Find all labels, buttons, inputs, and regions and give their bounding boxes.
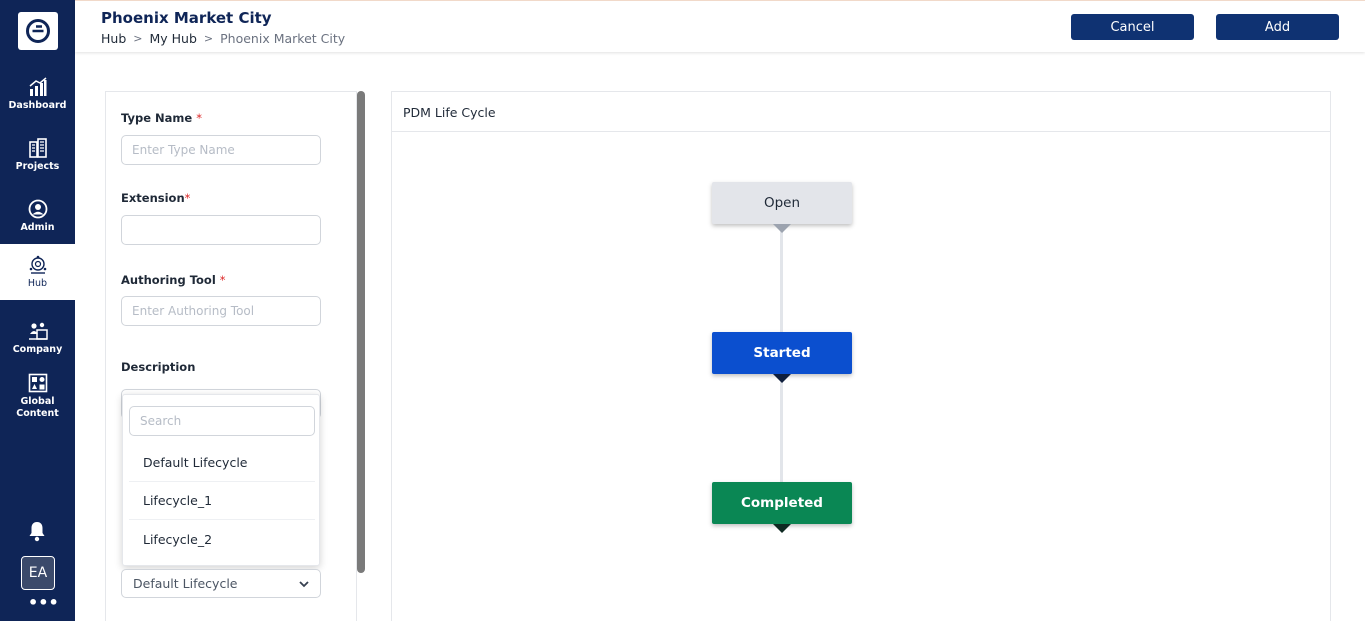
global-content-icon: [28, 373, 47, 392]
admin-user-icon: [28, 199, 47, 218]
page-title: Phoenix Market City: [101, 9, 272, 27]
authoring-tool-input[interactable]: [121, 296, 321, 326]
sidebar-item-label: Global Content: [16, 395, 59, 419]
form-scrollbar[interactable]: [357, 91, 365, 573]
more-options-icon[interactable]: •••: [28, 593, 59, 612]
extension-label-text: Extension: [121, 191, 185, 205]
avatar[interactable]: EA: [21, 556, 55, 590]
arrow-down-icon: [773, 374, 791, 383]
sidebar-item-hub[interactable]: Hub: [0, 244, 75, 300]
sidebar-item-admin[interactable]: Admin: [0, 188, 75, 244]
type-name-input[interactable]: [121, 135, 321, 165]
cancel-button[interactable]: Cancel: [1071, 14, 1194, 40]
chart-bars-icon: [29, 76, 46, 96]
authoring-tool-label: Authoring Tool *: [121, 273, 226, 287]
bell-icon[interactable]: [27, 520, 47, 542]
lifecycle-select[interactable]: Default Lifecycle: [121, 569, 321, 598]
breadcrumb-my-hub[interactable]: My Hub: [149, 31, 197, 46]
description-label: Description: [121, 360, 196, 374]
hub-network-icon: [29, 255, 46, 274]
dropdown-option-lifecycle-2[interactable]: Lifecycle_2: [143, 531, 213, 547]
breadcrumb: Hub > My Hub > Phoenix Market City: [101, 31, 345, 46]
state-node-started[interactable]: Started: [712, 332, 852, 374]
chevron-down-icon: [299, 581, 309, 588]
dropdown-option-lifecycle-1[interactable]: Lifecycle_1: [129, 482, 315, 520]
type-name-label-text: Type Name: [121, 111, 193, 125]
lifecycle-panel-header: PDM Life Cycle: [392, 92, 1330, 132]
company-icon: [28, 322, 48, 340]
sidebar-item-projects[interactable]: Projects: [0, 127, 75, 183]
sidebar-item-label: Dashboard: [8, 99, 67, 111]
breadcrumb-hub[interactable]: Hub: [101, 31, 127, 46]
sidebar-item-label: Projects: [15, 160, 60, 172]
lifecycle-select-value: Default Lifecycle: [133, 576, 238, 591]
sidebar: Dashboard Projects Admin Hub: [0, 0, 75, 621]
extension-label: Extension*: [121, 191, 190, 205]
sidebar-item-global-content[interactable]: Global Content: [0, 366, 75, 426]
sidebar-item-label: Hub: [27, 277, 48, 289]
buildings-icon: [28, 137, 47, 158]
required-marker: *: [196, 111, 202, 125]
chevron-right-icon: >: [203, 32, 214, 45]
sidebar-item-label: Company: [12, 343, 63, 355]
arrow-down-icon: [773, 524, 791, 533]
state-node-completed[interactable]: Completed: [712, 482, 852, 524]
sidebar-item-label: Admin: [20, 221, 55, 233]
state-connector: [780, 228, 783, 332]
chevron-right-icon: >: [133, 32, 143, 45]
add-button[interactable]: Add: [1216, 14, 1339, 40]
lifecycle-dropdown-menu: Default Lifecycle Lifecycle_1 Lifecycle_…: [122, 394, 320, 566]
lifecycle-panel-title: PDM Life Cycle: [403, 105, 496, 120]
state-node-open[interactable]: Open: [712, 182, 852, 224]
sidebar-item-company[interactable]: Company: [0, 310, 75, 366]
dropdown-option-default-lifecycle[interactable]: Default Lifecycle: [129, 444, 315, 482]
app-logo[interactable]: [18, 12, 58, 50]
lifecycle-panel: PDM Life Cycle: [391, 91, 1331, 621]
required-marker: *: [219, 273, 226, 287]
type-name-label: Type Name *: [121, 111, 202, 125]
logo-e-icon: [26, 19, 50, 43]
lifecycle-search-input[interactable]: [129, 406, 315, 436]
page-header: Phoenix Market City Hub > My Hub > Phoen…: [75, 0, 1365, 52]
sidebar-item-dashboard[interactable]: Dashboard: [0, 66, 75, 122]
authoring-tool-label-text: Authoring Tool: [121, 273, 216, 287]
extension-input[interactable]: [121, 215, 321, 245]
required-marker: *: [184, 191, 191, 205]
breadcrumb-current: Phoenix Market City: [220, 31, 346, 46]
arrow-down-icon: [773, 224, 791, 233]
state-connector: [780, 378, 783, 482]
